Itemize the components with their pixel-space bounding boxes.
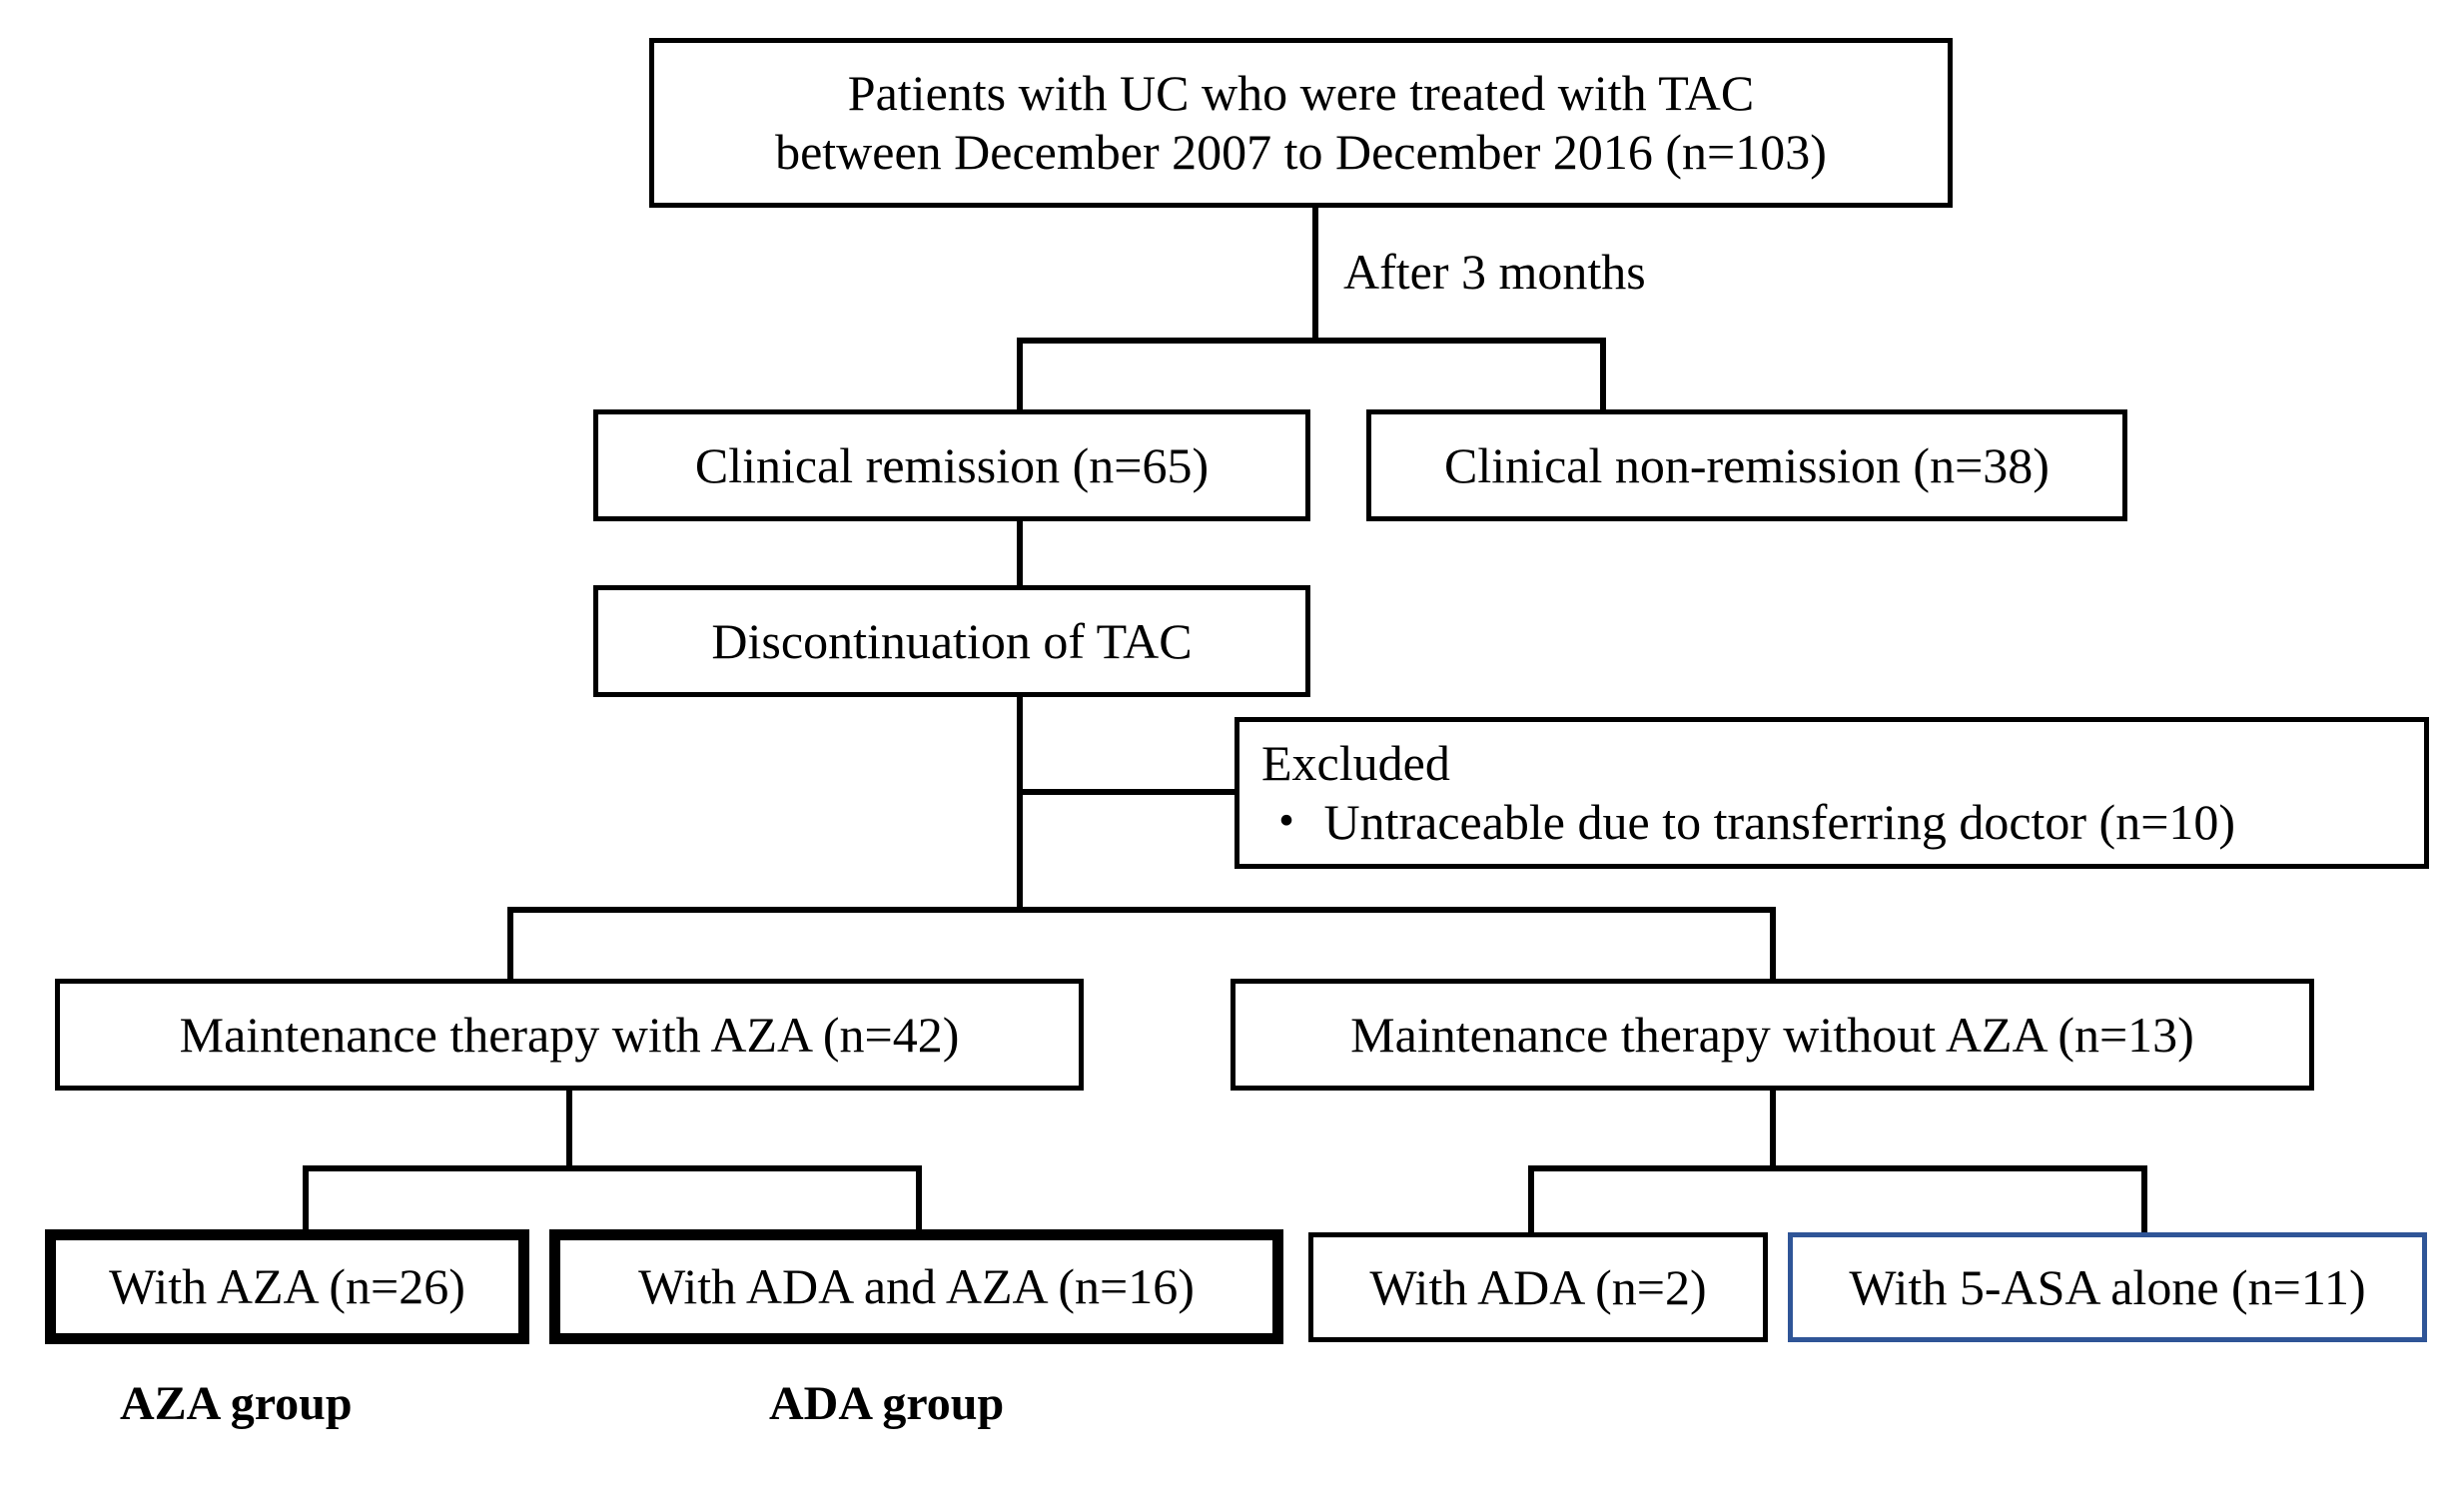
connector-row5-right-bar (1528, 1165, 2147, 1171)
node-cohort: Patients with UC who were treated with T… (649, 38, 1953, 208)
node-excluded-item-1: ・ Untraceable due to transferring doctor… (1261, 794, 2236, 850)
connector-row4-left-drop (507, 907, 513, 979)
connector-to-excluded (1017, 789, 1236, 795)
label-after-3-months: After 3 months (1343, 244, 1646, 300)
connector-row2-left-drop (1017, 338, 1023, 409)
connector-row2-bar (1017, 338, 1606, 344)
node-clinical-remission: Clinical remission (n=65) (593, 409, 1310, 521)
connector-maint-without-aza-down (1770, 1091, 1776, 1165)
node-with-5asa-alone-label: With 5-ASA alone (n=11) (1849, 1258, 2366, 1315)
node-discontinuation-label: Discontinuation of TAC (711, 612, 1193, 669)
connector-discontinuation-down (1017, 697, 1023, 912)
group-label-ada: ADA group (769, 1377, 1005, 1430)
node-clinical-remission-label: Clinical remission (n=65) (694, 436, 1210, 493)
node-with-aza: With AZA (n=26) (45, 1229, 529, 1344)
node-with-ada-and-aza: With ADA and AZA (n=16) (549, 1229, 1283, 1344)
connector-row4-right-drop (1770, 907, 1776, 979)
connector-row4-bar (507, 907, 1776, 913)
node-with-aza-label: With AZA (n=26) (109, 1258, 465, 1314)
connector-row5-right-drop-b (2141, 1165, 2147, 1233)
node-cohort-line1: Patients with UC who were treated with T… (847, 65, 1755, 121)
connector-row5-left-bar (303, 1165, 922, 1171)
node-with-ada: With ADA (n=2) (1308, 1232, 1768, 1342)
node-excluded: Excluded ・ Untraceable due to transferri… (1234, 717, 2429, 869)
connector-remission-to-discontinuation (1017, 521, 1023, 585)
connector-row5-right-drop-a (1528, 1165, 1534, 1233)
connector-row5-left-drop-b (916, 1165, 922, 1233)
node-maintenance-with-aza: Maintenance therapy with AZA (n=42) (55, 979, 1084, 1091)
node-with-ada-and-aza-label: With ADA and AZA (n=16) (638, 1258, 1195, 1314)
node-with-ada-label: With ADA (n=2) (1369, 1258, 1707, 1315)
connector-maint-with-aza-down (566, 1091, 572, 1165)
connector-cohort-down (1312, 208, 1318, 338)
group-label-aza: AZA group (120, 1377, 353, 1430)
node-excluded-heading: Excluded (1261, 735, 1450, 791)
connector-row2-right-drop (1600, 338, 1606, 409)
node-maintenance-with-aza-label: Maintenance therapy with AZA (n=42) (179, 1006, 960, 1063)
node-cohort-line2: between December 2007 to December 2016 (… (775, 124, 1827, 180)
node-discontinuation: Discontinuation of TAC (593, 585, 1310, 697)
node-maintenance-without-aza: Maintenance therapy without AZA (n=13) (1231, 979, 2314, 1091)
node-maintenance-without-aza-label: Maintenance therapy without AZA (n=13) (1350, 1006, 2194, 1063)
connector-row5-left-drop-a (303, 1165, 309, 1233)
node-with-5asa-alone: With 5-ASA alone (n=11) (1788, 1232, 2427, 1342)
node-clinical-non-remission: Clinical non-remission (n=38) (1366, 409, 2127, 521)
node-clinical-non-remission-label: Clinical non-remission (n=38) (1444, 436, 2050, 493)
